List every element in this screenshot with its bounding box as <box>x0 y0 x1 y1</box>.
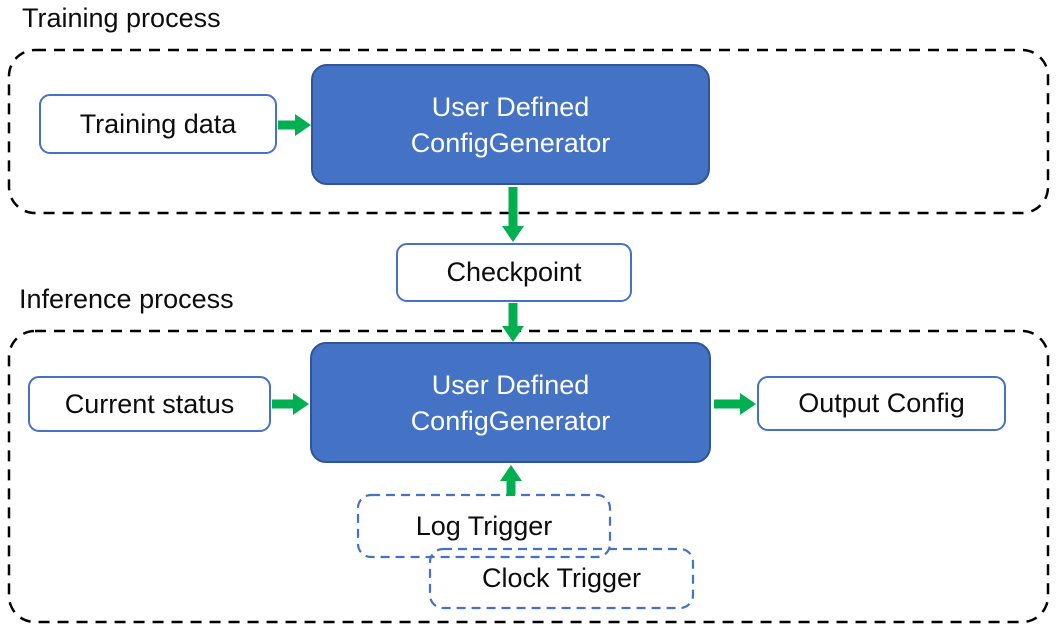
training-data-box: Training data <box>39 94 277 154</box>
inference-process-title: Inference process <box>19 284 234 314</box>
output-config-label: Output Config <box>798 388 965 418</box>
output-config-box: Output Config <box>757 376 1006 431</box>
inference-generator-line2: ConfigGenerator <box>410 405 611 436</box>
checkpoint-label: Checkpoint <box>446 257 582 287</box>
current-status-box: Current status <box>28 376 271 432</box>
training-generator-line1: User Defined <box>431 91 590 122</box>
log-trigger-box: Log Trigger <box>358 495 610 557</box>
inference-config-generator-box: User Defined ConfigGenerator <box>310 342 711 463</box>
clock-trigger-label: Clock Trigger <box>481 563 642 593</box>
training-generator-line2: ConfigGenerator <box>410 127 611 158</box>
training-data-label: Training data <box>79 108 237 139</box>
log-trigger-label: Log Trigger <box>415 510 553 541</box>
training-process-title: Training process <box>22 3 221 33</box>
training-config-generator-box: User Defined ConfigGenerator <box>311 64 710 185</box>
current-status-label: Current status <box>64 388 235 419</box>
checkpoint-box: Checkpoint <box>396 243 632 302</box>
inference-generator-line1: User Defined <box>431 369 590 400</box>
clock-trigger-box: Clock Trigger <box>430 549 693 608</box>
